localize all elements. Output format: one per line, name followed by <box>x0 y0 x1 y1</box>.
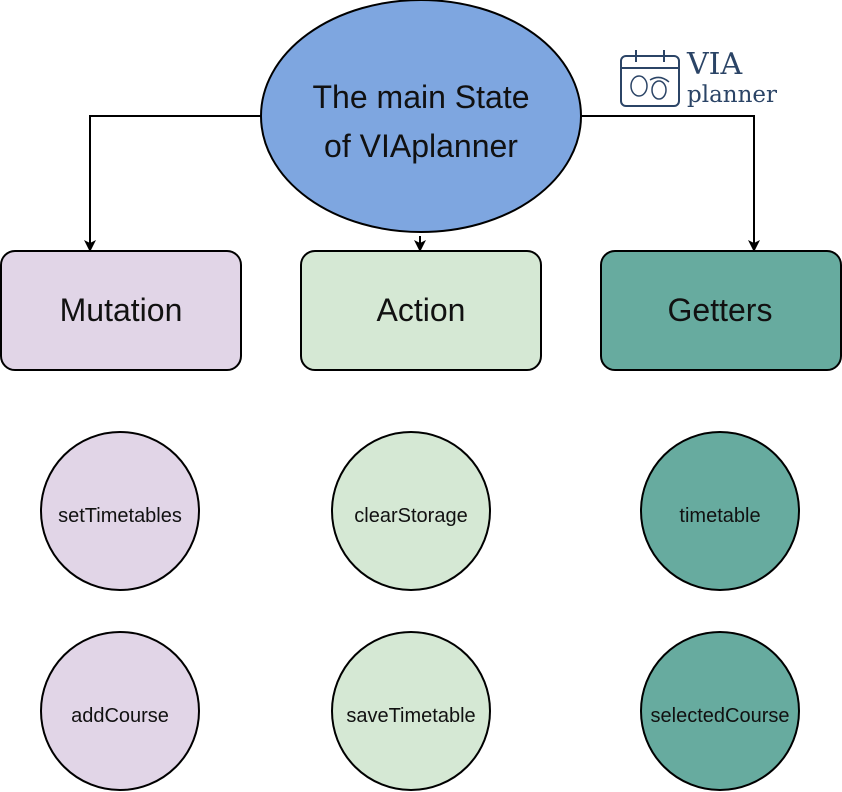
mutation-label: Mutation <box>60 292 183 328</box>
connector-root-to-getters <box>581 115 760 252</box>
action-item-save-timetable: saveTimetable <box>331 631 491 791</box>
getters-category: Getters <box>600 250 842 371</box>
getters-item-timetable: timetable <box>640 431 800 591</box>
action-item-2-label: saveTimetable <box>346 705 475 727</box>
viaplanner-logo: VIA planner <box>620 47 777 108</box>
root-title-line2: of VIAplanner <box>324 128 518 164</box>
connector-root-to-mutation <box>84 115 261 252</box>
getters-item-selected-course: selectedCourse <box>640 631 800 791</box>
logo-planner-text: planner <box>687 82 777 108</box>
action-item-clear-storage: clearStorage <box>331 431 491 591</box>
logo-via-text: VIA <box>686 47 743 82</box>
action-label: Action <box>377 292 466 328</box>
getters-label: Getters <box>668 292 773 328</box>
getters-item-1-label: timetable <box>679 505 760 527</box>
root-state-node: The main State of VIAplanner <box>260 0 582 233</box>
action-item-1-label: clearStorage <box>354 505 467 527</box>
getters-item-2-label: selectedCourse <box>651 705 790 727</box>
action-category: Action <box>300 250 542 371</box>
mutation-item-1-label: setTimetables <box>58 505 182 527</box>
root-title-line1: The main State <box>313 79 530 115</box>
mutation-item-2-label: addCourse <box>71 705 169 727</box>
mutation-item-add-course: addCourse <box>40 631 200 791</box>
calendar-acorn-icon <box>620 50 680 107</box>
mutation-category: Mutation <box>0 250 242 371</box>
mutation-item-set-timetables: setTimetables <box>40 431 200 591</box>
